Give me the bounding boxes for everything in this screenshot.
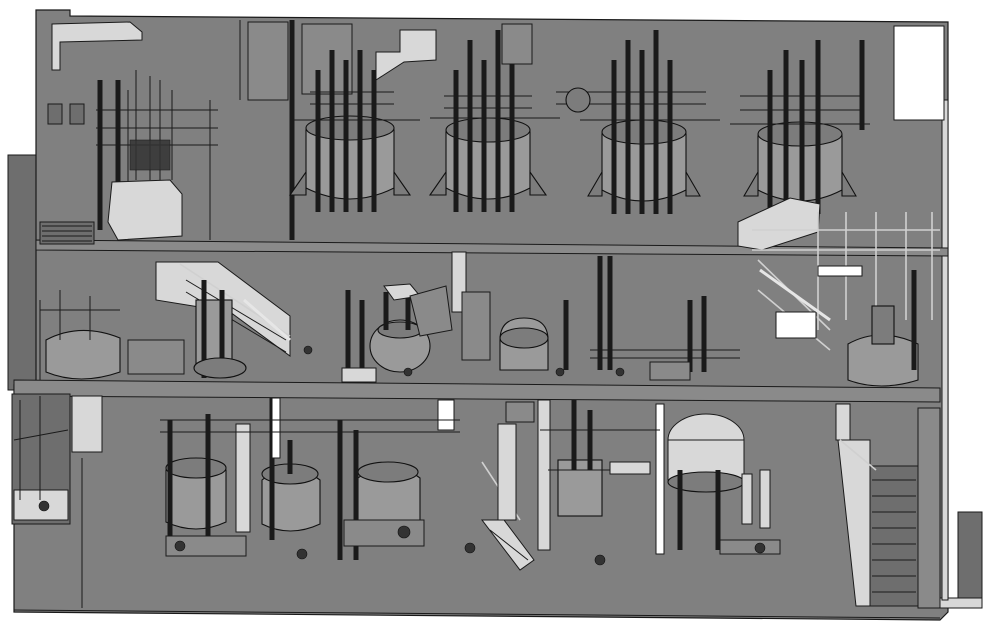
door-frame <box>71 395 103 453</box>
column-equipment <box>193 280 247 379</box>
lower-level <box>11 393 941 609</box>
storage-tank <box>655 403 745 555</box>
stair-tower-right <box>752 212 940 351</box>
east-annex <box>957 511 983 605</box>
filter-columns <box>719 469 781 555</box>
pipework-accents <box>160 117 870 566</box>
middle-level <box>39 212 940 387</box>
west-wing-wall <box>7 154 37 391</box>
lower-vessel-a <box>165 414 251 557</box>
lower-window-panel <box>437 399 455 431</box>
agitated-vessel <box>369 283 453 373</box>
control-panel <box>69 103 85 125</box>
floor-panel <box>341 367 377 383</box>
process-skid <box>127 339 185 375</box>
mixer-vessel-left <box>39 290 121 380</box>
manifold <box>590 296 740 381</box>
transfer-skid <box>107 179 183 241</box>
ground-line <box>13 609 941 619</box>
stair-lower-right <box>835 403 941 609</box>
floor-slabs <box>13 239 949 619</box>
domed-vessel <box>499 256 613 371</box>
lower-reactor-flanged <box>548 400 651 517</box>
panel-cap <box>505 401 535 423</box>
lower-vessel-c <box>337 420 425 560</box>
tall-panel <box>537 399 551 551</box>
stair-upper-left <box>39 221 95 245</box>
control-cabinet-left <box>11 393 71 525</box>
ventilation-duct <box>51 21 143 71</box>
upper-window <box>893 25 945 121</box>
slab-level-2 <box>35 239 949 257</box>
hopper <box>375 29 437 81</box>
slab-level-1 <box>13 379 941 403</box>
tall-panel <box>497 423 517 521</box>
piping-rack-left <box>96 70 218 240</box>
reactor-3 <box>556 30 706 214</box>
east-wall-edge <box>941 99 949 601</box>
control-panel <box>47 103 63 125</box>
tall-tower <box>451 251 491 361</box>
reactor-2 <box>428 23 548 212</box>
lower-vessel-b <box>261 397 321 540</box>
upper-level <box>39 20 945 251</box>
reactor-1 <box>288 50 412 212</box>
vessel-right-middle <box>847 270 919 387</box>
reactor-4 <box>740 40 865 214</box>
